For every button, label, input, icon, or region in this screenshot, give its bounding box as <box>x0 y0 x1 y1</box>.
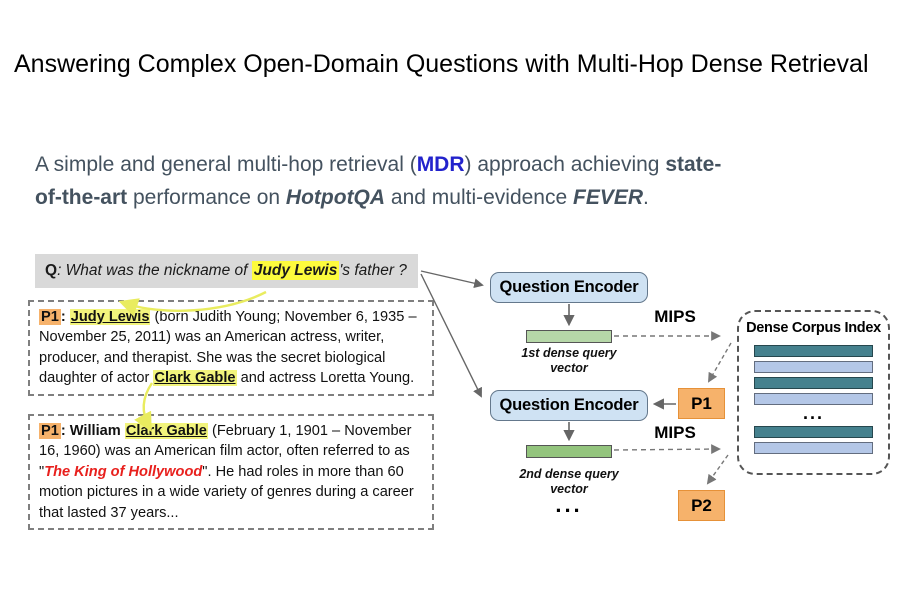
dashed-index-to-p1 <box>708 342 732 383</box>
text-segment: : What was the nickname of <box>57 262 252 279</box>
question-box: Q: What was the nickname of Judy Lewis's… <box>35 254 418 288</box>
retrieved-passage-p1: P1 <box>678 388 725 419</box>
text-segment: Q <box>45 262 58 279</box>
dense-query-vector-1 <box>526 330 612 343</box>
text-segment: . <box>643 186 649 209</box>
text-segment: and actress Loretta Young. <box>236 370 415 387</box>
dense-query-vector-1-label: 1st dense query vector <box>521 346 617 375</box>
text-segment: P1 <box>39 423 61 439</box>
subtitle: A simple and general multi-hop retrieval… <box>35 148 865 214</box>
index-vector-bar-light <box>754 393 873 405</box>
arrow-question-to-encoder1 <box>420 270 484 289</box>
more-hops-ellipsis: ... <box>555 492 583 517</box>
text-segment: MDR <box>416 153 465 176</box>
index-vector-bar-teal <box>754 345 873 357</box>
dense-corpus-index-rows: ... <box>754 345 873 454</box>
text-segment: performance on <box>127 186 286 209</box>
mips-label-1: MIPS <box>654 307 696 326</box>
text-segment: 's father ? <box>339 262 407 279</box>
subtitle-line-1: A simple and general multi-hop retrieval… <box>35 148 865 181</box>
text-segment: and multi-evidence <box>385 186 573 209</box>
question-encoder-1: Question Encoder <box>490 272 648 303</box>
passage-box-1: P1: Judy Lewis (born Judith Young; Novem… <box>28 300 434 396</box>
text-segment: Judy Lewis <box>251 261 340 280</box>
dashed-index-to-p2 <box>706 454 729 485</box>
subtitle-line-2: of-the-art performance on HotpotQA and m… <box>35 181 865 214</box>
page-title: Answering Complex Open-Domain Questions … <box>14 50 869 78</box>
text-segment: A simple and general multi-hop retrieval… <box>35 153 417 176</box>
passage-box-2: P1: William Clark Gable (February 1, 190… <box>28 414 434 531</box>
text-segment: (born Judith Young; November 6, 1935 – N… <box>39 309 417 387</box>
text-segment: William <box>69 423 121 439</box>
text-segment: P1 <box>39 309 61 325</box>
dense-corpus-index: Dense Corpus Index ... <box>737 310 890 475</box>
index-vector-bar-teal <box>754 426 873 438</box>
dense-query-vector-2-label: 2nd dense query vector <box>519 467 619 496</box>
text-segment: The King of Hollywood <box>44 463 203 480</box>
index-vector-bar-light <box>754 442 873 454</box>
index-vector-bar-light <box>754 361 873 373</box>
question-encoder-2: Question Encoder <box>490 390 648 421</box>
retrieved-passage-p2: P2 <box>678 490 725 521</box>
text-segment: ) approach achieving <box>464 153 666 176</box>
dense-query-vector-2 <box>526 445 612 458</box>
dashed-mips2-to-index <box>613 444 721 454</box>
text-segment: Judy Lewis <box>69 309 151 325</box>
mips-label-2: MIPS <box>654 423 696 442</box>
text-segment: Clark Gable <box>124 423 208 439</box>
index-ellipsis: ... <box>802 403 824 423</box>
text-segment: of-the-art <box>35 186 128 209</box>
text-segment: Clark Gable <box>153 370 237 387</box>
index-vector-bar-teal <box>754 377 873 389</box>
text-segment: FEVER <box>573 186 644 209</box>
text-segment: HotpotQA <box>285 186 386 209</box>
text-segment: (February 1, 1901 – November 16, 1960) w… <box>39 423 412 480</box>
text-segment: ". He had roles in more than 60 motion p… <box>39 463 414 521</box>
text-segment: : <box>60 423 70 439</box>
text-segment: : <box>60 309 70 325</box>
text-segment: state- <box>665 153 722 176</box>
dense-corpus-index-title: Dense Corpus Index <box>746 320 881 336</box>
